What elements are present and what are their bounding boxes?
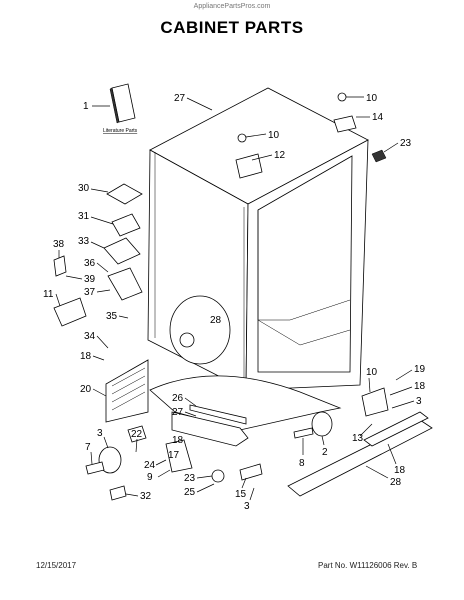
callout: 3 [97,428,103,439]
callout: 18 [414,381,426,392]
callouts: 1 Literature Parts 27 10 14 23 10 12 30 … [43,93,426,512]
water-valve [107,267,143,301]
footer-part-number: Part No. W11126006 Rev. B [318,561,418,570]
callout: 9 [147,472,153,483]
inlet-valve [53,297,87,327]
plug [179,332,195,348]
callout: 1 [83,101,89,112]
clip [239,463,263,481]
callout: 37 [84,287,96,298]
tie [109,485,127,501]
callout: 17 [168,450,180,461]
screw [293,427,314,439]
divider-panel [149,375,342,431]
callout: 23 [400,138,412,149]
callout: 39 [84,274,96,285]
roller [311,411,333,437]
callout: 14 [372,112,384,123]
callout: 10 [366,93,378,104]
callout: 27 [174,93,186,104]
fitting [211,469,225,483]
callout: 28 [390,477,402,488]
callout: 36 [84,258,96,269]
callout: 20 [80,384,92,395]
mount-bracket [53,255,67,277]
callout: 18 [394,465,406,476]
access-opening [169,295,231,365]
hinge-bracket [333,115,357,133]
callout: 24 [144,460,156,471]
callout: 18 [80,351,92,362]
callout: 32 [140,491,152,502]
callout: 18 [172,435,184,446]
callout: 8 [299,458,305,469]
callout: 26 [172,393,184,404]
strip [189,404,247,425]
callout: 3 [416,396,422,407]
callout: 35 [106,311,118,322]
roller [98,446,122,474]
rear-grille [105,359,149,423]
toe-grille-bracket [363,411,429,447]
hinge [235,153,263,179]
callout: 10 [268,130,280,141]
watermark: AppliancePartsPros.com [193,3,271,10]
valve-cover [103,237,141,265]
coupler [165,439,193,473]
callout: 11 [43,289,54,300]
callout: 25 [184,487,196,498]
footer-date: 12/15/2017 [36,561,77,570]
literature-book [109,83,136,124]
callout: 12 [274,150,286,161]
screw [85,461,105,475]
callout: 13 [352,433,364,444]
cover [171,411,249,447]
callout: 34 [84,331,96,342]
screw [237,133,247,143]
screw [337,92,347,102]
callout: 7 [85,442,91,453]
callout: 15 [235,489,247,500]
clamp [127,425,147,443]
callout: 23 [184,473,196,484]
callout: 3 [244,501,250,512]
callout: 31 [78,211,90,222]
pad [106,183,143,205]
callout: 33 [78,236,90,247]
callout: 2 [322,447,328,458]
leveling-bracket [361,387,389,417]
bracket [111,213,141,237]
callout: 27 [172,407,184,418]
callout: 38 [53,239,65,250]
callout: 30 [78,183,90,194]
callout: 10 [366,367,378,378]
clip [371,149,387,163]
callout: 22 [131,429,143,440]
page-title: CABINET PARTS [160,18,304,37]
callout: 19 [414,364,426,375]
callout: 28 [210,315,222,326]
literature-label: Literature Parts [103,128,138,134]
